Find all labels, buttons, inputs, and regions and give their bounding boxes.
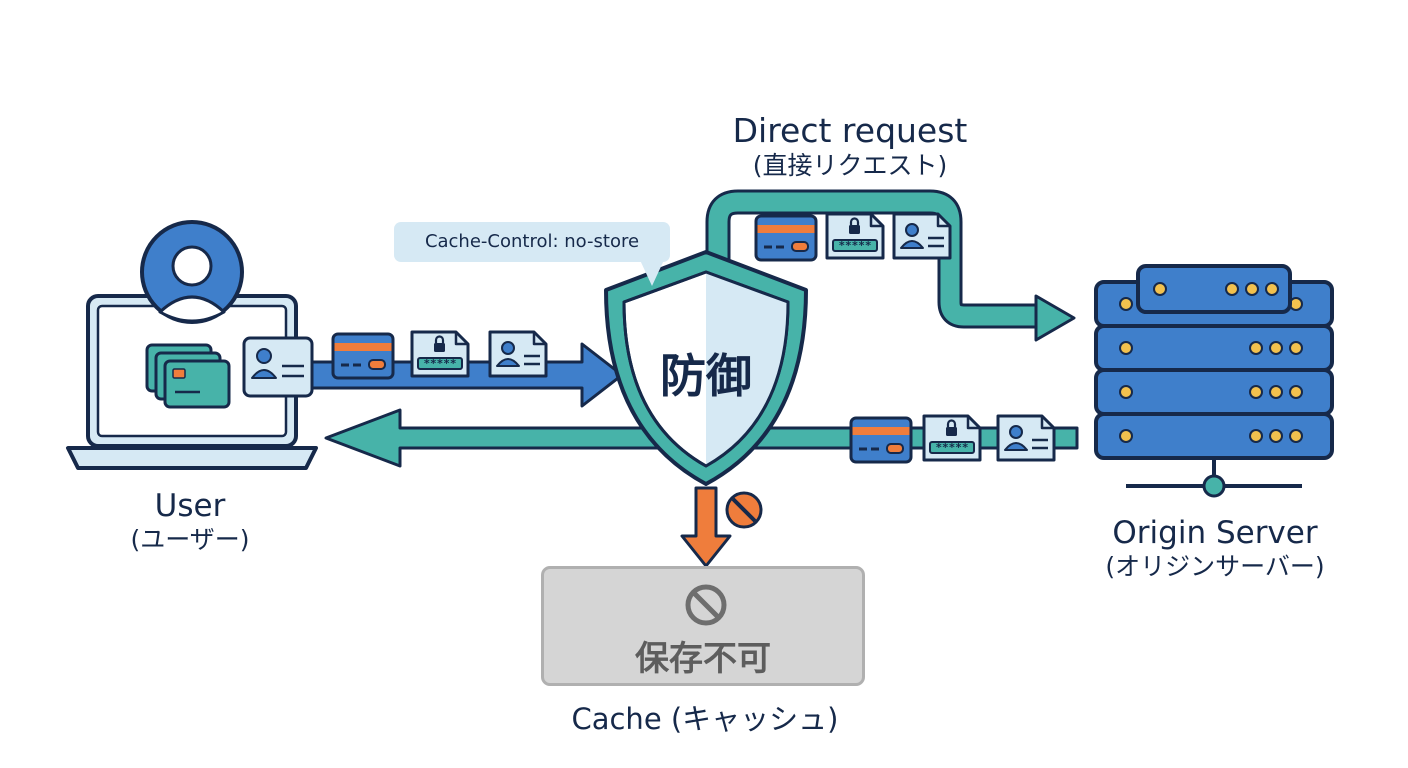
- direct-request-label: Direct request (直接リクエスト): [680, 111, 1020, 180]
- origin-server-label-sub: (オリジンサーバー): [1105, 551, 1325, 581]
- cache-control-header-tag: Cache-Control: no-store: [394, 222, 670, 262]
- user-label: User (ユーザー): [90, 488, 290, 554]
- card-stack-icon: [145, 343, 231, 409]
- credit-card-icon: [754, 214, 818, 262]
- id-card-icon: [242, 336, 314, 398]
- shield-icon: [604, 250, 808, 486]
- blocked-cache-arrow: [680, 486, 732, 568]
- password-mask-text: *****: [838, 239, 871, 252]
- direct-request-label-main: Direct request: [732, 111, 968, 150]
- server-stack-icon: [1094, 264, 1334, 498]
- user-avatar-icon: [140, 220, 244, 324]
- password-mask-text: *****: [423, 357, 456, 370]
- origin-server-label-main: Origin Server: [1112, 515, 1318, 551]
- id-card-icon: [488, 330, 548, 378]
- shield-label: 防御: [660, 349, 752, 403]
- cache-box: 保存不可: [541, 566, 865, 686]
- no-entry-icon: [685, 584, 727, 626]
- credit-card-icon: [849, 416, 913, 464]
- cache-label: Cache (キャッシュ): [571, 702, 839, 736]
- cache-status: 保存不可: [635, 639, 771, 679]
- id-card-icon: [996, 414, 1056, 462]
- origin-server-label: Origin Server (オリジンサーバー): [1060, 515, 1370, 581]
- user-label-main: User: [154, 488, 226, 524]
- tag-pointer: [640, 260, 664, 286]
- credit-card-icon: [331, 332, 395, 380]
- password-mask-text: *****: [935, 441, 968, 454]
- user-label-sub: (ユーザー): [130, 524, 250, 554]
- direct-request-label-sub: (直接リクエスト): [752, 150, 948, 180]
- id-card-icon: [892, 212, 952, 260]
- direct-request-arrow: [705, 189, 1076, 342]
- no-entry-icon: [725, 491, 763, 529]
